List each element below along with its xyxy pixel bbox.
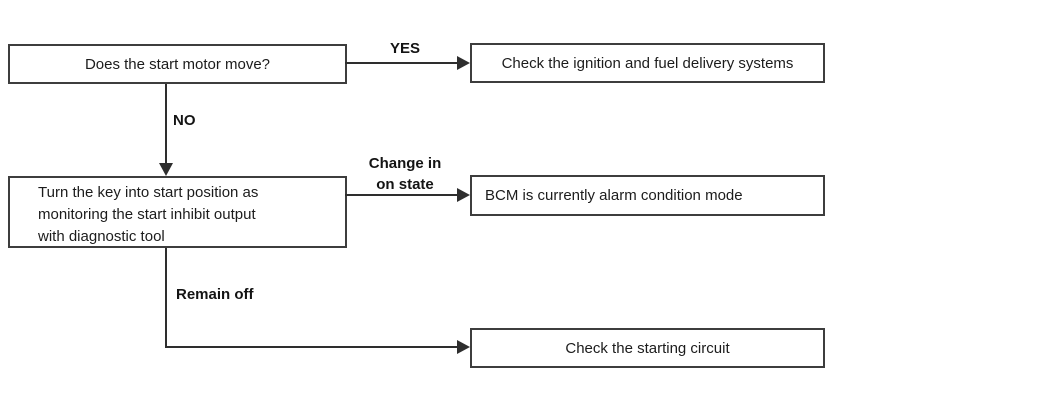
- edge-label-yes: YES: [389, 40, 420, 57]
- node-bcm-alarm-mode: BCM is currently alarm condition mode: [470, 175, 825, 216]
- edge-label-change-line2: on state: [376, 176, 434, 193]
- edge-label-change-in-on-state: Change in on state: [355, 153, 455, 195]
- node-turn-key-line3: with diagnostic tool: [38, 228, 165, 245]
- edge-label-change-line1: Change in: [368, 155, 442, 172]
- no-arrowhead-icon: [159, 163, 173, 176]
- node-turn-key-monitor-text: Turn the key into start position as moni…: [38, 182, 258, 248]
- node-check-ignition-fuel-label: Check the ignition and fuel delivery sys…: [501, 54, 794, 72]
- node-turn-key-line1: Turn the key into start position as: [38, 184, 259, 201]
- no-arrow-line: [165, 84, 167, 164]
- yes-arrowhead-icon: [457, 56, 470, 70]
- remain-off-horizontal-line: [165, 346, 459, 348]
- node-start-motor-question-label: Does the start motor move?: [84, 55, 271, 73]
- node-bcm-alarm-mode-label: BCM is currently alarm condition mode: [485, 187, 743, 204]
- edge-label-remain-off: Remain off: [176, 286, 254, 303]
- node-check-ignition-fuel: Check the ignition and fuel delivery sys…: [470, 43, 825, 83]
- remain-off-down-line: [165, 248, 167, 348]
- edge-label-no: NO: [173, 112, 196, 129]
- yes-arrow-line: [345, 62, 459, 64]
- node-check-starting-circuit: Check the starting circuit: [470, 328, 825, 368]
- node-start-motor-question: Does the start motor move?: [8, 44, 347, 84]
- node-turn-key-monitor: Turn the key into start position as moni…: [8, 176, 347, 248]
- node-turn-key-line2: monitoring the start inhibit output: [38, 206, 256, 223]
- remain-off-arrowhead-icon: [457, 340, 470, 354]
- change-arrow-line: [345, 194, 459, 196]
- node-check-starting-circuit-label: Check the starting circuit: [565, 339, 730, 357]
- change-arrowhead-icon: [457, 188, 470, 202]
